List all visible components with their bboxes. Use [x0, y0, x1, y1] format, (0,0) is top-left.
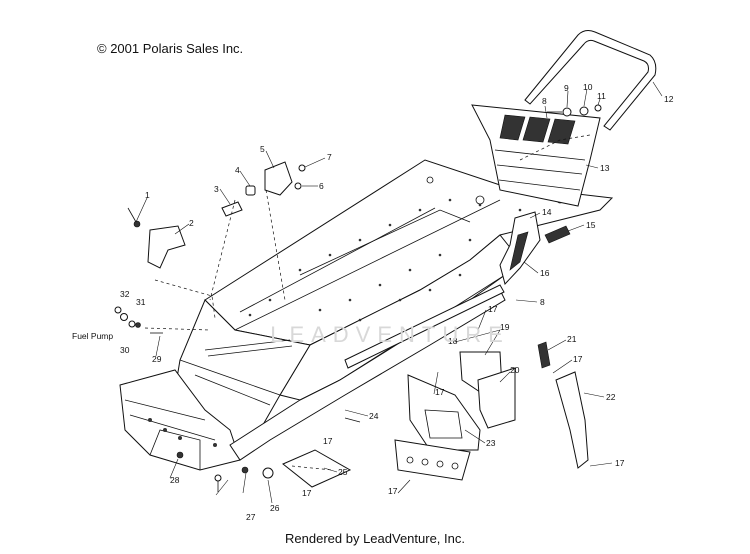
- callout-30: 30: [120, 345, 130, 355]
- callout-17f: 17: [302, 488, 312, 498]
- copyright-text: © 2001 Polaris Sales Inc.: [97, 41, 244, 56]
- part-22-rail: [555, 371, 589, 469]
- callout-3: 3: [214, 184, 219, 194]
- part-3-bolt: [221, 201, 243, 217]
- part-4-spacer: [245, 185, 256, 196]
- callout-8b: 8: [540, 297, 545, 307]
- callout-32: 32: [120, 289, 130, 299]
- callout-20: 20: [510, 365, 520, 375]
- part-lower-guard: [394, 439, 471, 481]
- part-23-panel: [407, 374, 481, 451]
- callout-28: 28: [170, 475, 180, 485]
- callout-14: 14: [542, 207, 552, 217]
- callout-17d: 17: [323, 436, 333, 446]
- callout-11: 11: [597, 91, 606, 101]
- callout-4: 4: [235, 165, 240, 175]
- callout-16: 16: [540, 268, 550, 278]
- callout-19: 19: [500, 322, 510, 332]
- callout-27: 27: [246, 512, 256, 522]
- callout-25: 25: [338, 467, 348, 477]
- callout-17b: 17: [573, 354, 583, 364]
- chassis-tunnel: [119, 159, 614, 471]
- callout-2: 2: [189, 218, 194, 228]
- callout-17a: 17: [488, 304, 498, 314]
- part-12-rail: [524, 30, 657, 131]
- callout-7: 7: [327, 152, 332, 162]
- callout-numbers: 1 2 3 4 5 6 7 8 9 10 11 12 13 14 15 16 8…: [72, 82, 674, 522]
- callout-18: 18: [448, 336, 458, 346]
- callout-6: 6: [319, 181, 324, 191]
- part-2-clip: [147, 225, 186, 269]
- callout-26: 26: [270, 503, 280, 513]
- rivets: [148, 176, 564, 447]
- flap-pattern: [494, 114, 586, 191]
- watermark: LEADVENTURE: [270, 322, 510, 347]
- callout-8a: 8: [542, 96, 547, 106]
- callout-17e: 17: [615, 458, 625, 468]
- footer-credit: Rendered by LeadVenture, Inc.: [285, 531, 465, 546]
- callout-17c: 17: [435, 387, 445, 397]
- callout-23: 23: [486, 438, 496, 448]
- callout-13: 13: [600, 163, 610, 173]
- callout-29: 29: [152, 354, 162, 364]
- callout-17g: 17: [388, 486, 398, 496]
- callout-10: 10: [583, 82, 593, 92]
- callout-24: 24: [369, 411, 379, 421]
- callout-21: 21: [567, 334, 577, 344]
- part-21-bar: [537, 341, 551, 369]
- callout-22: 22: [606, 392, 616, 402]
- fuel-pump-label: Fuel Pump: [72, 331, 113, 341]
- callout-5: 5: [260, 144, 265, 154]
- part-26-cap: [262, 467, 274, 479]
- part-5-bracket: [264, 161, 293, 196]
- callout-15: 15: [586, 220, 596, 230]
- callout-1: 1: [145, 190, 150, 200]
- callout-31: 31: [136, 297, 146, 307]
- leader-lines: [135, 81, 663, 504]
- callout-9: 9: [564, 83, 569, 93]
- part-1-screw: [127, 207, 137, 223]
- part-15-reflector: [544, 225, 571, 244]
- part-20-plate: [477, 367, 516, 429]
- callout-12: 12: [664, 94, 674, 104]
